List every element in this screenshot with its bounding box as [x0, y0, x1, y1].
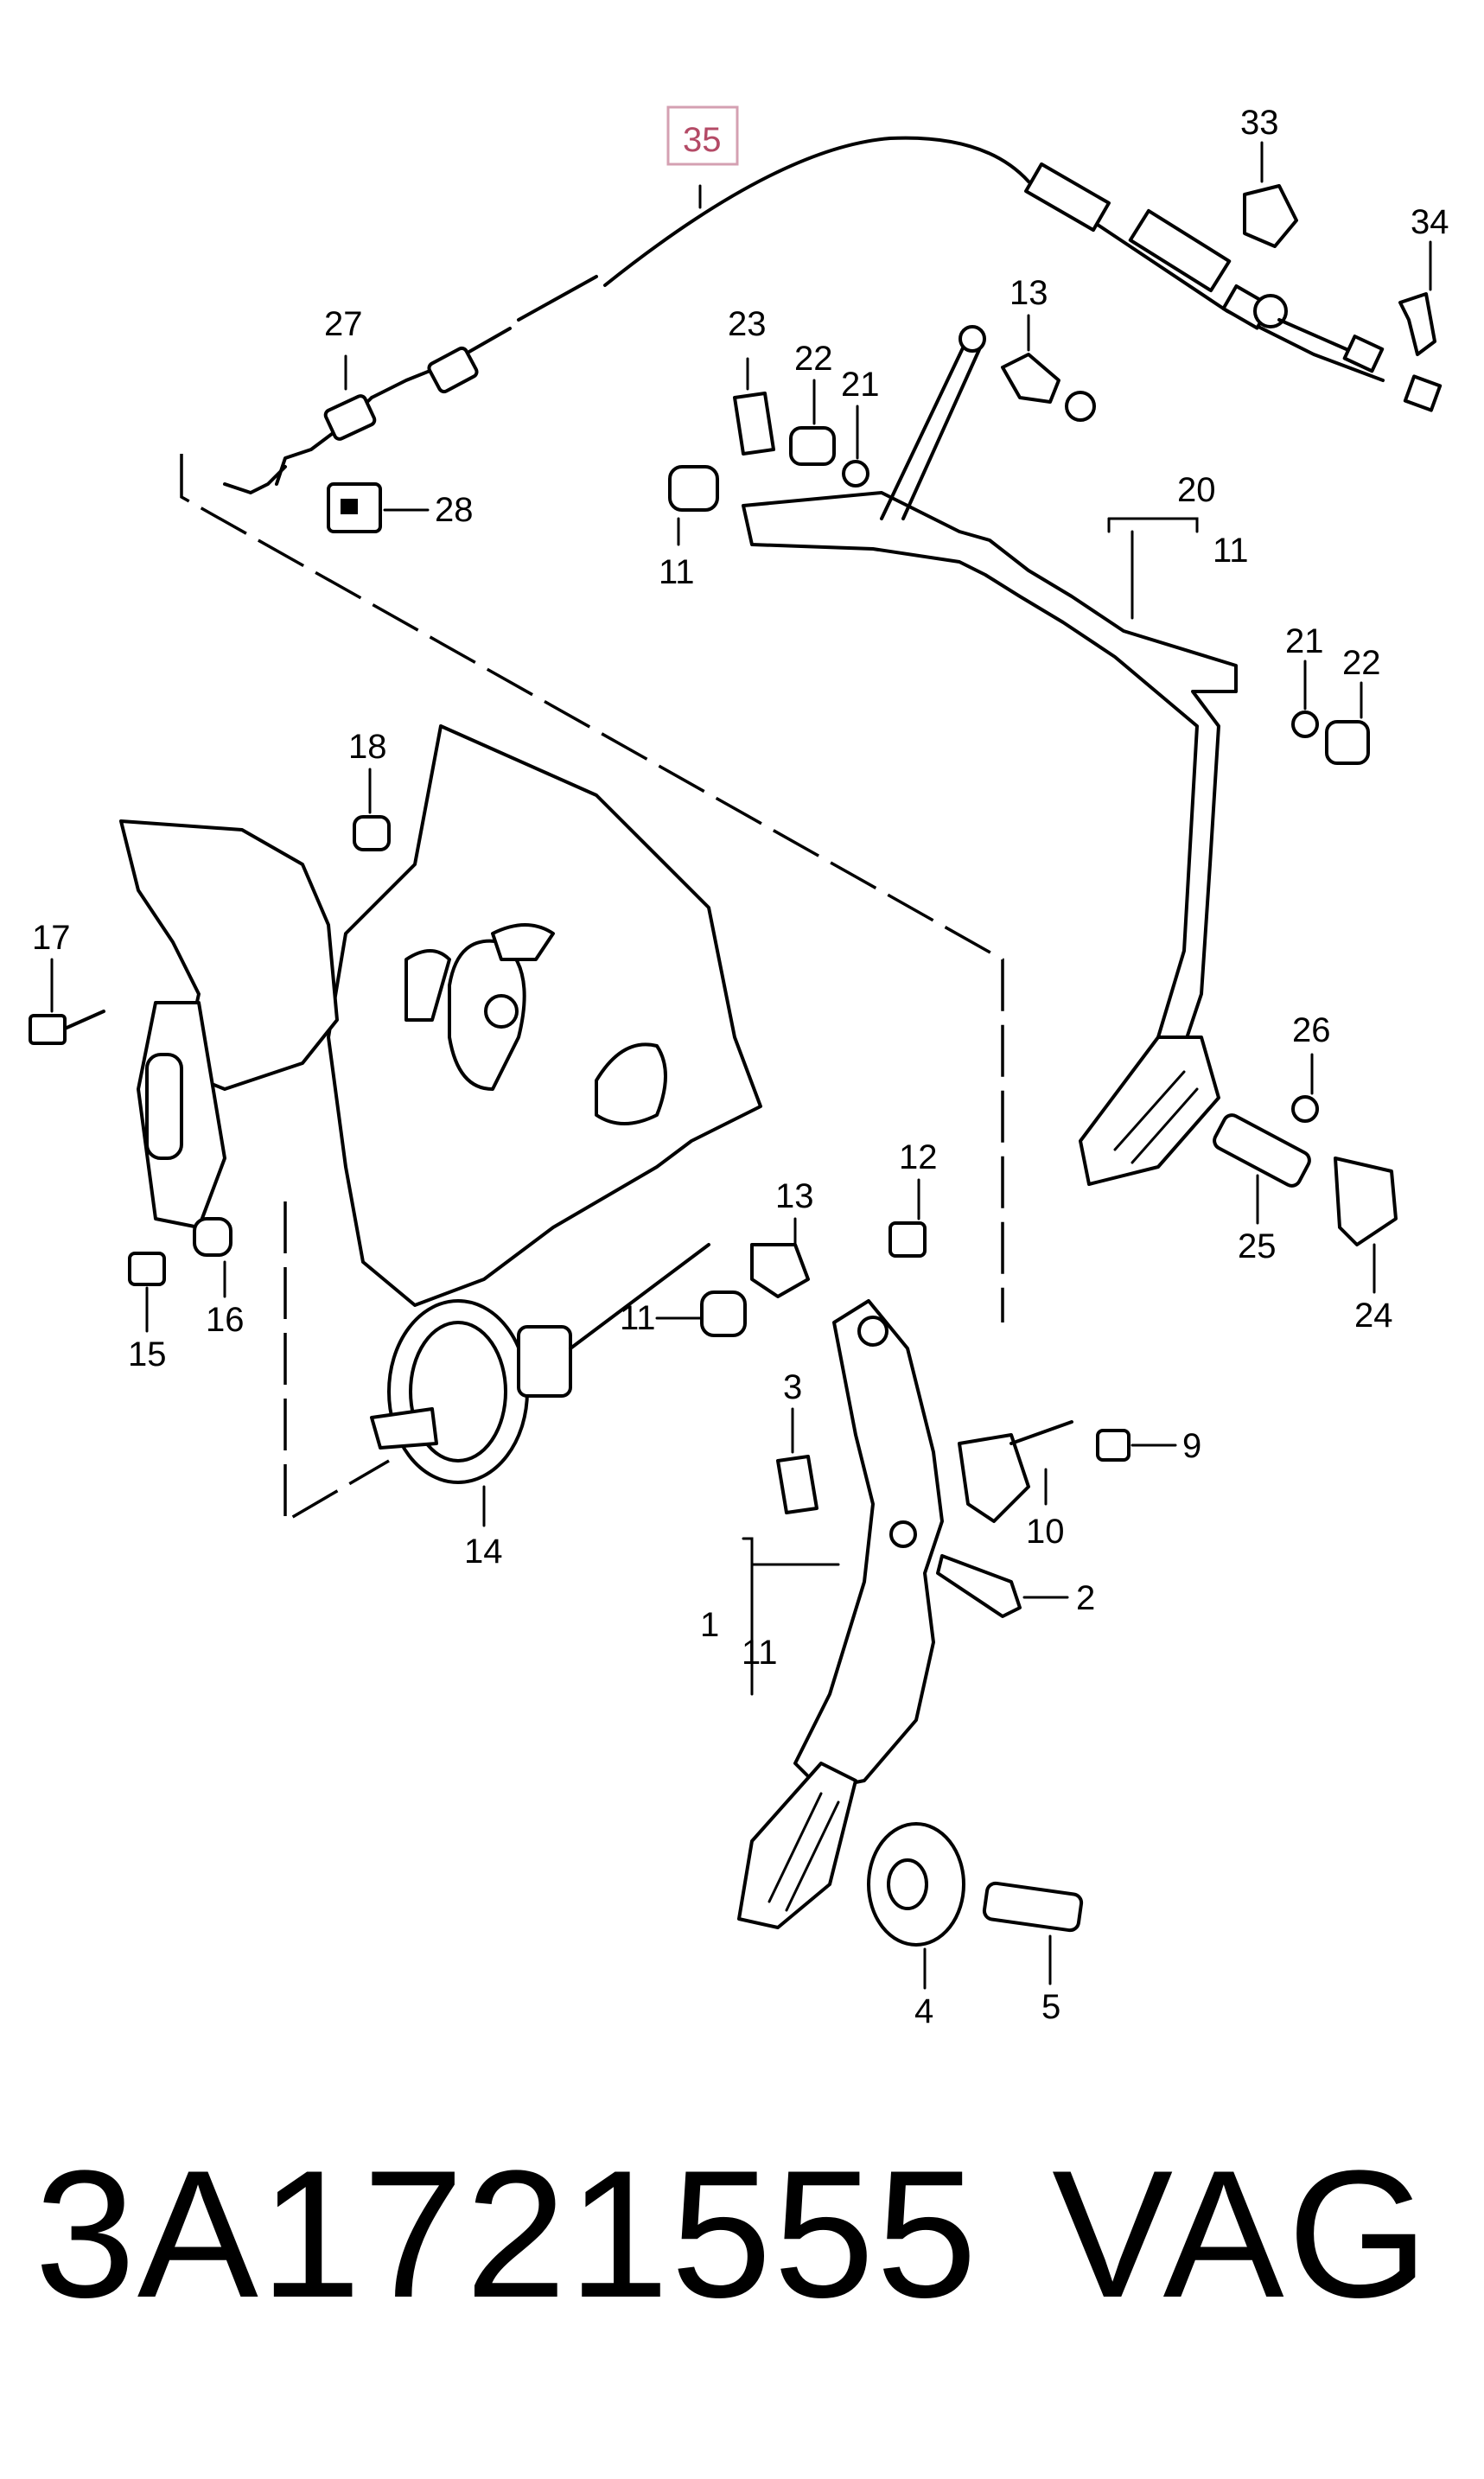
nut-18[interactable] [353, 815, 391, 851]
nut-15[interactable] [128, 1252, 166, 1286]
accelerator-cable[interactable] [223, 136, 1443, 494]
callout-2[interactable]: 2 [1076, 1579, 1095, 1617]
callout-24[interactable]: 24 [1354, 1297, 1393, 1335]
callout-23[interactable]: 23 [728, 305, 767, 343]
clip-28[interactable] [327, 482, 382, 533]
callout-11-group20[interactable]: 11 [1213, 532, 1249, 570]
pedal-pad-4[interactable] [867, 1822, 965, 1947]
callout-3[interactable]: 3 [783, 1368, 802, 1406]
clip-33[interactable] [1243, 184, 1298, 248]
callout-26[interactable]: 26 [1292, 1011, 1331, 1049]
stop-5[interactable] [982, 1881, 1084, 1933]
bushing-22-upper[interactable] [789, 426, 836, 466]
callout-16[interactable]: 16 [206, 1301, 245, 1339]
pedal-lever-assembly[interactable] [742, 325, 1238, 1186]
part-number: 3A1721555 [35, 2132, 979, 2336]
callout-4[interactable]: 4 [914, 1992, 933, 2030]
callout-labels: 35 33 34 27 13 23 22 21 28 11 20 11 21 2… [32, 104, 1449, 2030]
highlight-box-35 [666, 105, 739, 166]
clip-3[interactable] [776, 1455, 818, 1514]
callout-10[interactable]: 10 [1026, 1513, 1065, 1551]
callout-14[interactable]: 14 [464, 1533, 503, 1571]
stud-13-lower[interactable] [750, 1243, 810, 1298]
mounting-bracket-left[interactable] [119, 819, 339, 1229]
callout-20[interactable]: 20 [1177, 471, 1216, 509]
nut-9[interactable] [1096, 1429, 1131, 1462]
callout-33[interactable]: 33 [1240, 104, 1279, 142]
callout-27[interactable]: 27 [324, 305, 363, 343]
callout-17[interactable]: 17 [32, 919, 71, 957]
bushing-11-upper[interactable] [668, 465, 719, 512]
callout-34[interactable]: 34 [1411, 203, 1449, 241]
callout-22-upper[interactable]: 22 [794, 340, 833, 378]
callout-5[interactable]: 5 [1041, 1988, 1060, 2026]
screw-26[interactable] [1291, 1095, 1319, 1123]
callout-11-lower[interactable]: 11 [620, 1299, 656, 1337]
bolt-17[interactable] [29, 1010, 105, 1045]
washer-21-upper[interactable] [842, 460, 869, 488]
adjuster-25[interactable] [1212, 1112, 1313, 1189]
callout-35[interactable]: 35 [683, 121, 722, 159]
callout-18[interactable]: 18 [348, 728, 387, 766]
bushing-16[interactable] [193, 1217, 232, 1257]
callout-21-right[interactable]: 21 [1285, 622, 1324, 660]
bushing-22-right[interactable] [1325, 720, 1370, 765]
pin-2[interactable] [936, 1554, 1022, 1618]
callout-22-right[interactable]: 22 [1342, 644, 1381, 682]
pedal-1[interactable] [737, 1299, 944, 1929]
clip-34[interactable] [1398, 292, 1436, 356]
pedal-housing[interactable] [180, 454, 1004, 1525]
callout-21-upper[interactable]: 21 [841, 366, 880, 404]
callout-12[interactable]: 12 [899, 1138, 938, 1176]
brand-label: VAG [1052, 2132, 1432, 2336]
bracket-10[interactable] [958, 1420, 1073, 1523]
callout-11-group1[interactable]: 11 [742, 1634, 778, 1672]
bushing-11-lower[interactable] [700, 1290, 747, 1337]
washer-21-right[interactable] [1291, 711, 1319, 738]
callout-1[interactable]: 1 [700, 1606, 719, 1644]
callout-28[interactable]: 28 [435, 491, 474, 529]
callout-15[interactable]: 15 [128, 1335, 167, 1373]
pedal-stop-24[interactable] [1334, 1157, 1398, 1246]
clip-23[interactable] [733, 392, 775, 456]
callout-25[interactable]: 25 [1238, 1227, 1277, 1265]
booster-14[interactable] [370, 1243, 710, 1484]
callout-9[interactable]: 9 [1182, 1427, 1201, 1465]
leader-lines [50, 141, 1432, 1990]
callout-13-lower[interactable]: 13 [775, 1177, 814, 1215]
callout-13-upper[interactable]: 13 [1010, 274, 1048, 312]
stud-13-upper[interactable] [1001, 353, 1096, 422]
callout-11-upper[interactable]: 11 [659, 553, 695, 591]
bolt-12[interactable] [888, 1221, 927, 1258]
